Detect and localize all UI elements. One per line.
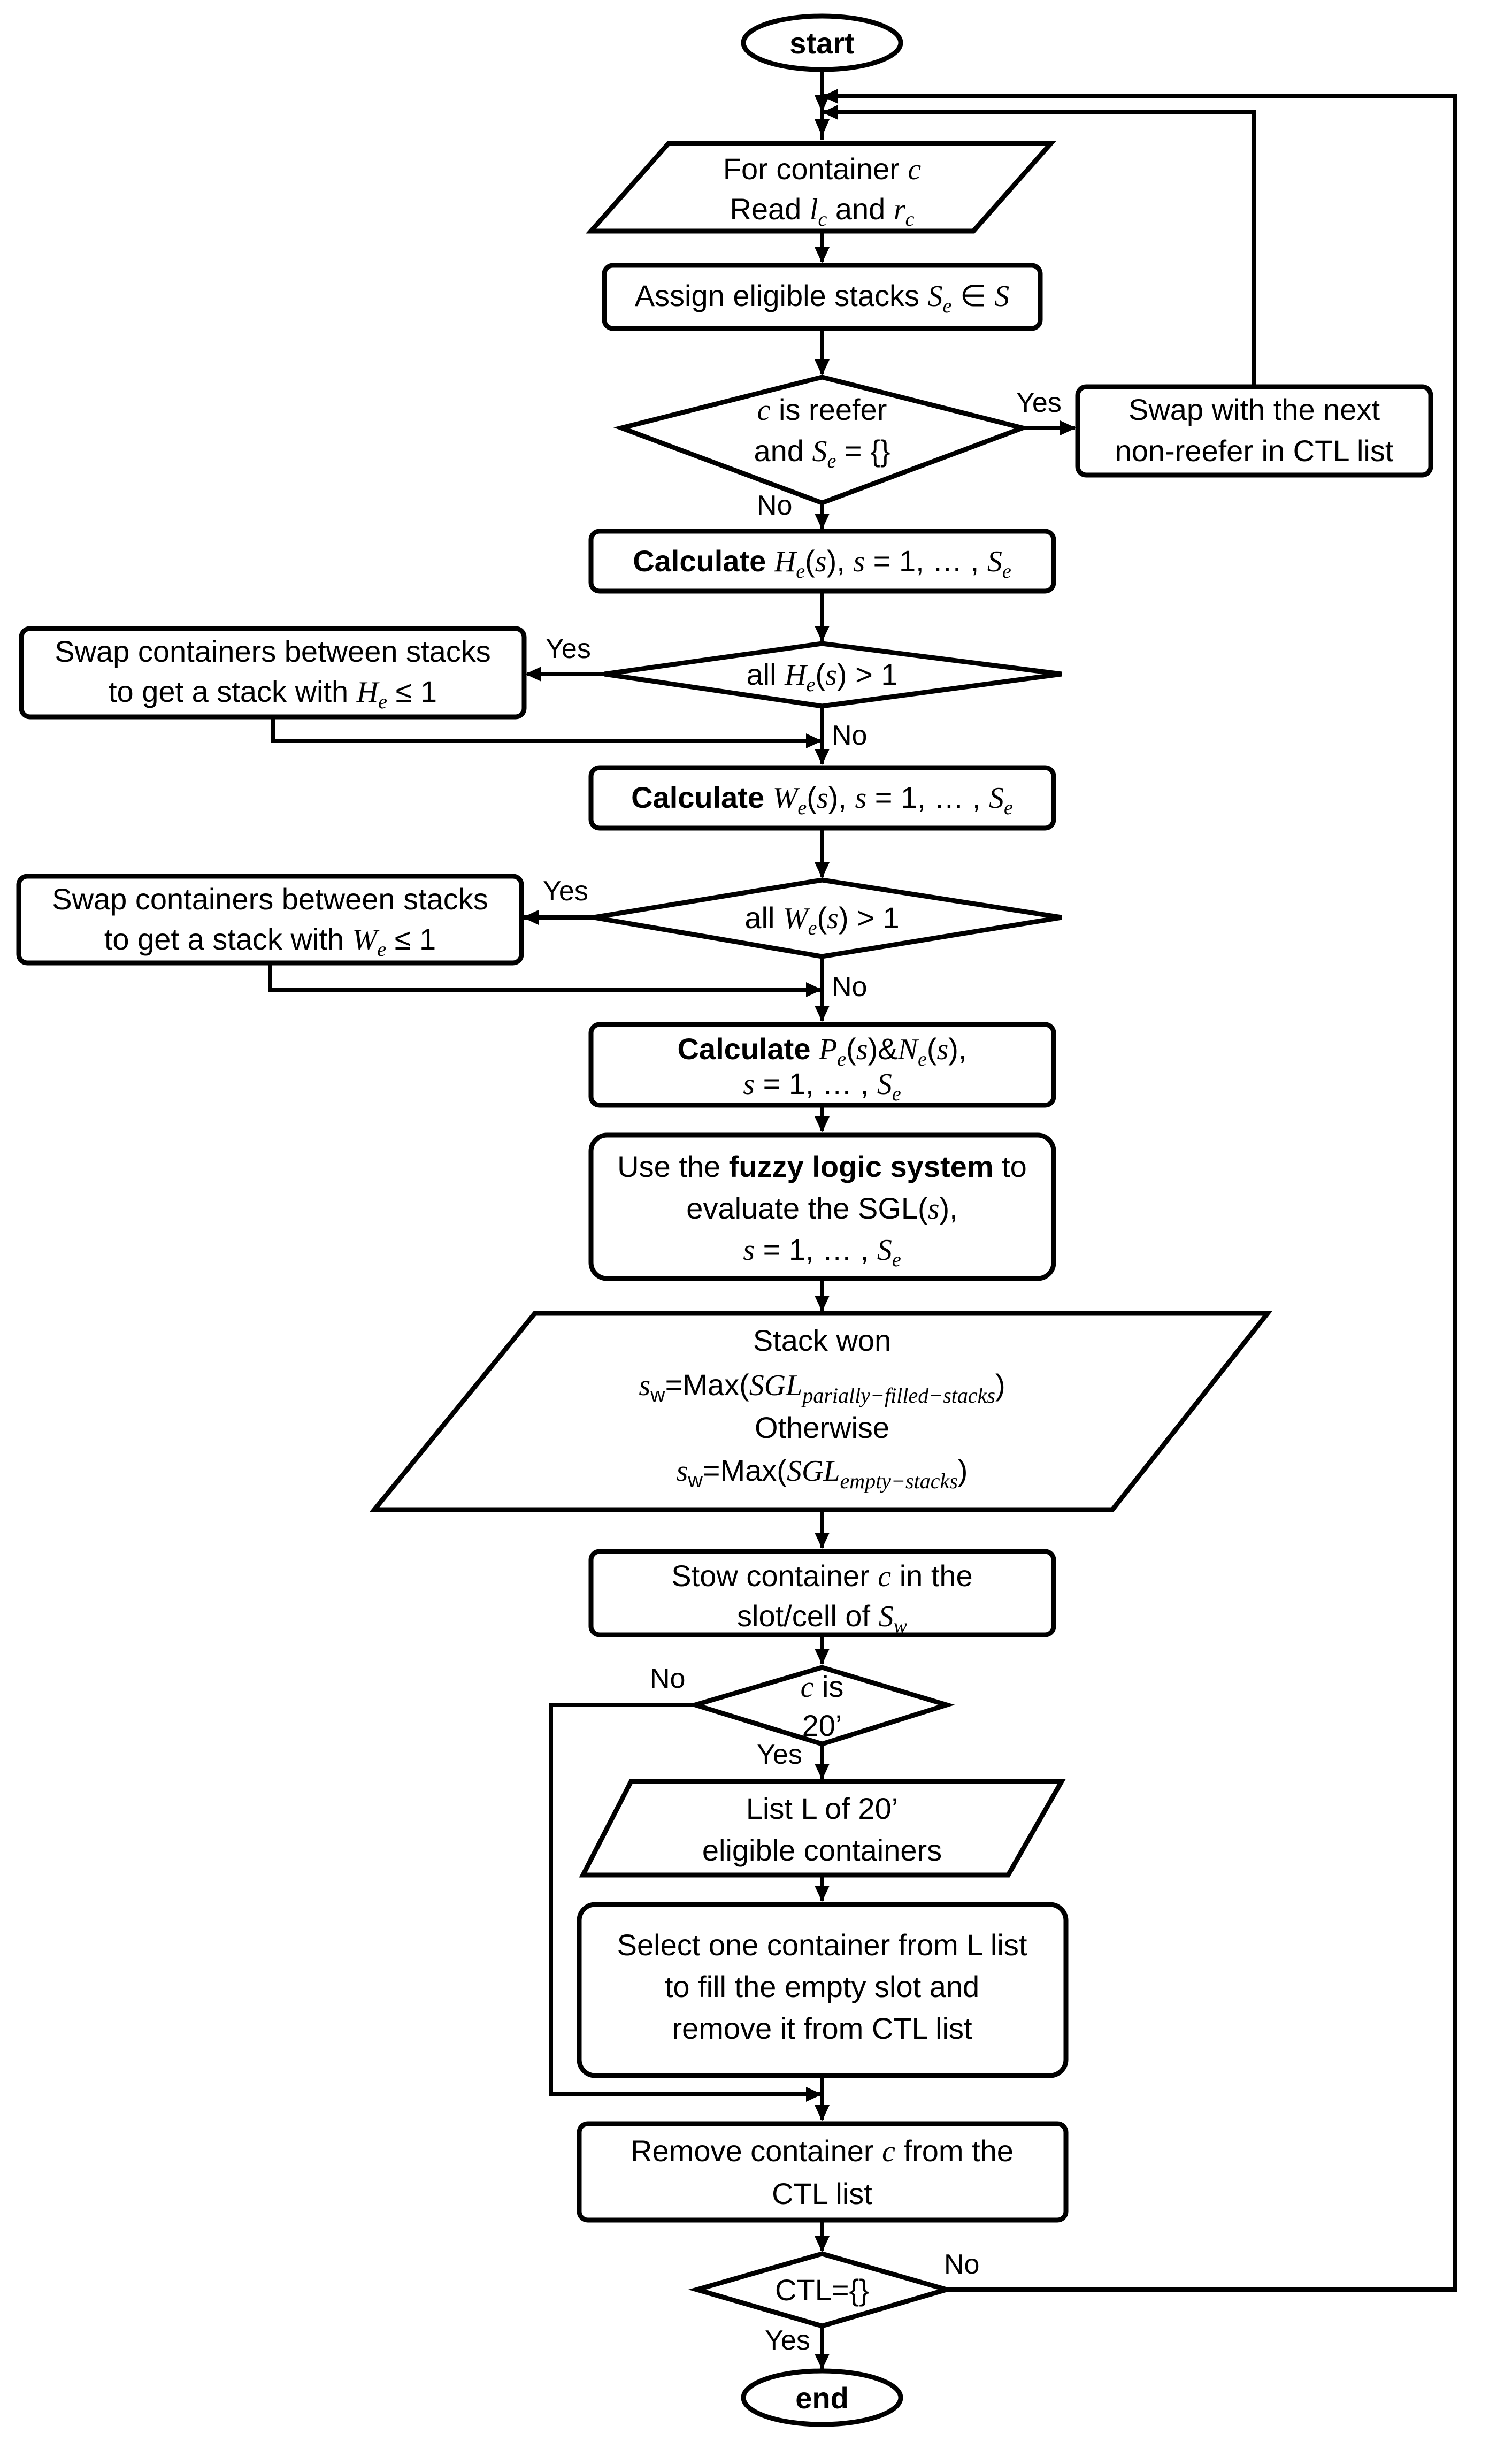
label-ctl-no: No [944, 2249, 979, 2280]
stow-node: Stow container c in the slot/cell of Sw [588, 1549, 1056, 1637]
check-h-node: all He(s) > 1 [604, 641, 1062, 709]
reefer-decision-line1: c is reefer [757, 393, 887, 427]
calc-pn-node: Calculate Pe(s)&Ne(s), s = 1, … , Se [588, 1022, 1056, 1108]
calc-pn-line1: Calculate Pe(s)&Ne(s), [677, 1032, 966, 1070]
ctl-decision-label: CTL={} [775, 2273, 869, 2307]
label-check20-no: No [650, 1663, 685, 1694]
fuzzy-line1: Use the fuzzy logic system to [617, 1150, 1027, 1183]
remove-line1: Remove container c from the [631, 2134, 1014, 2168]
fuzzy-line3: s = 1, … , Se [743, 1233, 901, 1271]
swap-reefer-line2: non-reefer in CTL list [1115, 434, 1394, 468]
check-w-node: all We(s) > 1 [593, 877, 1062, 959]
select-line1: Select one container from L list [617, 1928, 1027, 1962]
stack-won-line1: Stack won [753, 1323, 891, 1357]
branch-labels: Yes No Yes No Yes No No Yes No Yes [543, 387, 1062, 2356]
calc-w-node: Calculate We(s), s = 1, … , Se [588, 765, 1056, 831]
stack-won-line3: Otherwise [755, 1411, 889, 1444]
check-w-label: all We(s) > 1 [744, 901, 899, 939]
swap-reefer-node: Swap with the next non-reefer in CTL lis… [1075, 384, 1433, 478]
calc-w-label: Calculate We(s), s = 1, … , Se [631, 780, 1013, 819]
end-label: end [795, 2381, 849, 2415]
reefer-decision-line2: and Se = {} [754, 434, 890, 472]
check-20-line1: c is [801, 1670, 844, 1704]
assign-stacks-label: Assign eligible stacks Se ∈ S [635, 279, 1010, 317]
fuzzy-logic-node: Use the fuzzy logic system to evaluate t… [588, 1132, 1056, 1281]
check-20-line2: 20’ [802, 1709, 842, 1742]
calc-pn-line2: s = 1, … , Se [743, 1067, 901, 1105]
check-h-label: all He(s) > 1 [747, 657, 898, 696]
edge-swap-reefer-loop [822, 110, 1256, 387]
stack-won-line2: sw=Max(SGLparially−filled−stacks) [639, 1368, 1005, 1407]
label-ctl-yes: Yes [765, 2325, 810, 2356]
list-l-line2: eligible containers [702, 1833, 942, 1867]
read-container-line2: Read lc and rc [730, 192, 914, 231]
label-reefer-no: No [757, 490, 792, 521]
swap-w-line1: Swap containers between stacks [52, 882, 488, 916]
ctl-decision-node: CTL={} [688, 2251, 956, 2329]
select-line2: to fill the empty slot and [665, 1970, 979, 2003]
edge-swapw-return [268, 963, 822, 992]
calc-h-node: Calculate He(s), s = 1, … , Se [588, 529, 1056, 594]
reefer-decision-node: c is reefer and Se = {} [613, 374, 1031, 506]
edge-check20-no [549, 1703, 822, 2096]
swap-h-node: Swap containers between stacks to get a … [19, 626, 527, 720]
remove-node: Remove container c from the CTL list [577, 2121, 1069, 2223]
calc-h-label: Calculate He(s), s = 1, … , Se [633, 544, 1011, 583]
connectors [268, 67, 1457, 2370]
check-20-node: c is 20’ [687, 1665, 955, 1747]
edge-ctl-no-loop [822, 94, 1457, 2292]
fuzzy-line2: evaluate the SGL(s), [686, 1191, 957, 1226]
label-check20-yes: Yes [757, 1739, 802, 1770]
select-line3: remove it from CTL list [672, 2011, 972, 2045]
list-l-node: List L of 20’ eligible containers [579, 1779, 1066, 1878]
read-container-line1: For container c [723, 152, 922, 186]
start-label: start [789, 26, 854, 60]
label-checkh-no: No [832, 720, 867, 751]
stow-line1: Stow container c in the [671, 1559, 972, 1593]
swap-h-line1: Swap containers between stacks [55, 634, 491, 668]
stack-won-line4: sw=Max(SGLempty−stacks) [677, 1453, 968, 1493]
label-checkw-yes: Yes [543, 876, 588, 907]
stow-line2: slot/cell of Sw [737, 1599, 908, 1637]
label-checkh-yes: Yes [546, 633, 591, 664]
edge-swaph-return [271, 717, 822, 743]
read-container-node: For container c Read lc and rc [586, 141, 1056, 234]
assign-stacks-node: Assign eligible stacks Se ∈ S [602, 263, 1043, 331]
swap-w-node: Swap containers between stacks to get a … [16, 874, 524, 966]
remove-line2: CTL list [772, 2177, 872, 2210]
select-node: Select one container from L list to fill… [577, 1902, 1069, 2078]
label-checkw-no: No [832, 971, 867, 1003]
start-node: start [741, 13, 903, 72]
stack-won-node: Stack won sw=Max(SGLparially−filled−stac… [369, 1311, 1273, 1512]
swap-reefer-line1: Swap with the next [1128, 393, 1380, 426]
label-reefer-yes: Yes [1016, 387, 1062, 418]
list-l-line1: List L of 20’ [746, 1792, 898, 1825]
swap-h-line2: to get a stack with He ≤ 1 [109, 675, 437, 713]
swap-w-line2: to get a stack with We ≤ 1 [104, 922, 436, 961]
end-node: end [741, 2368, 903, 2427]
